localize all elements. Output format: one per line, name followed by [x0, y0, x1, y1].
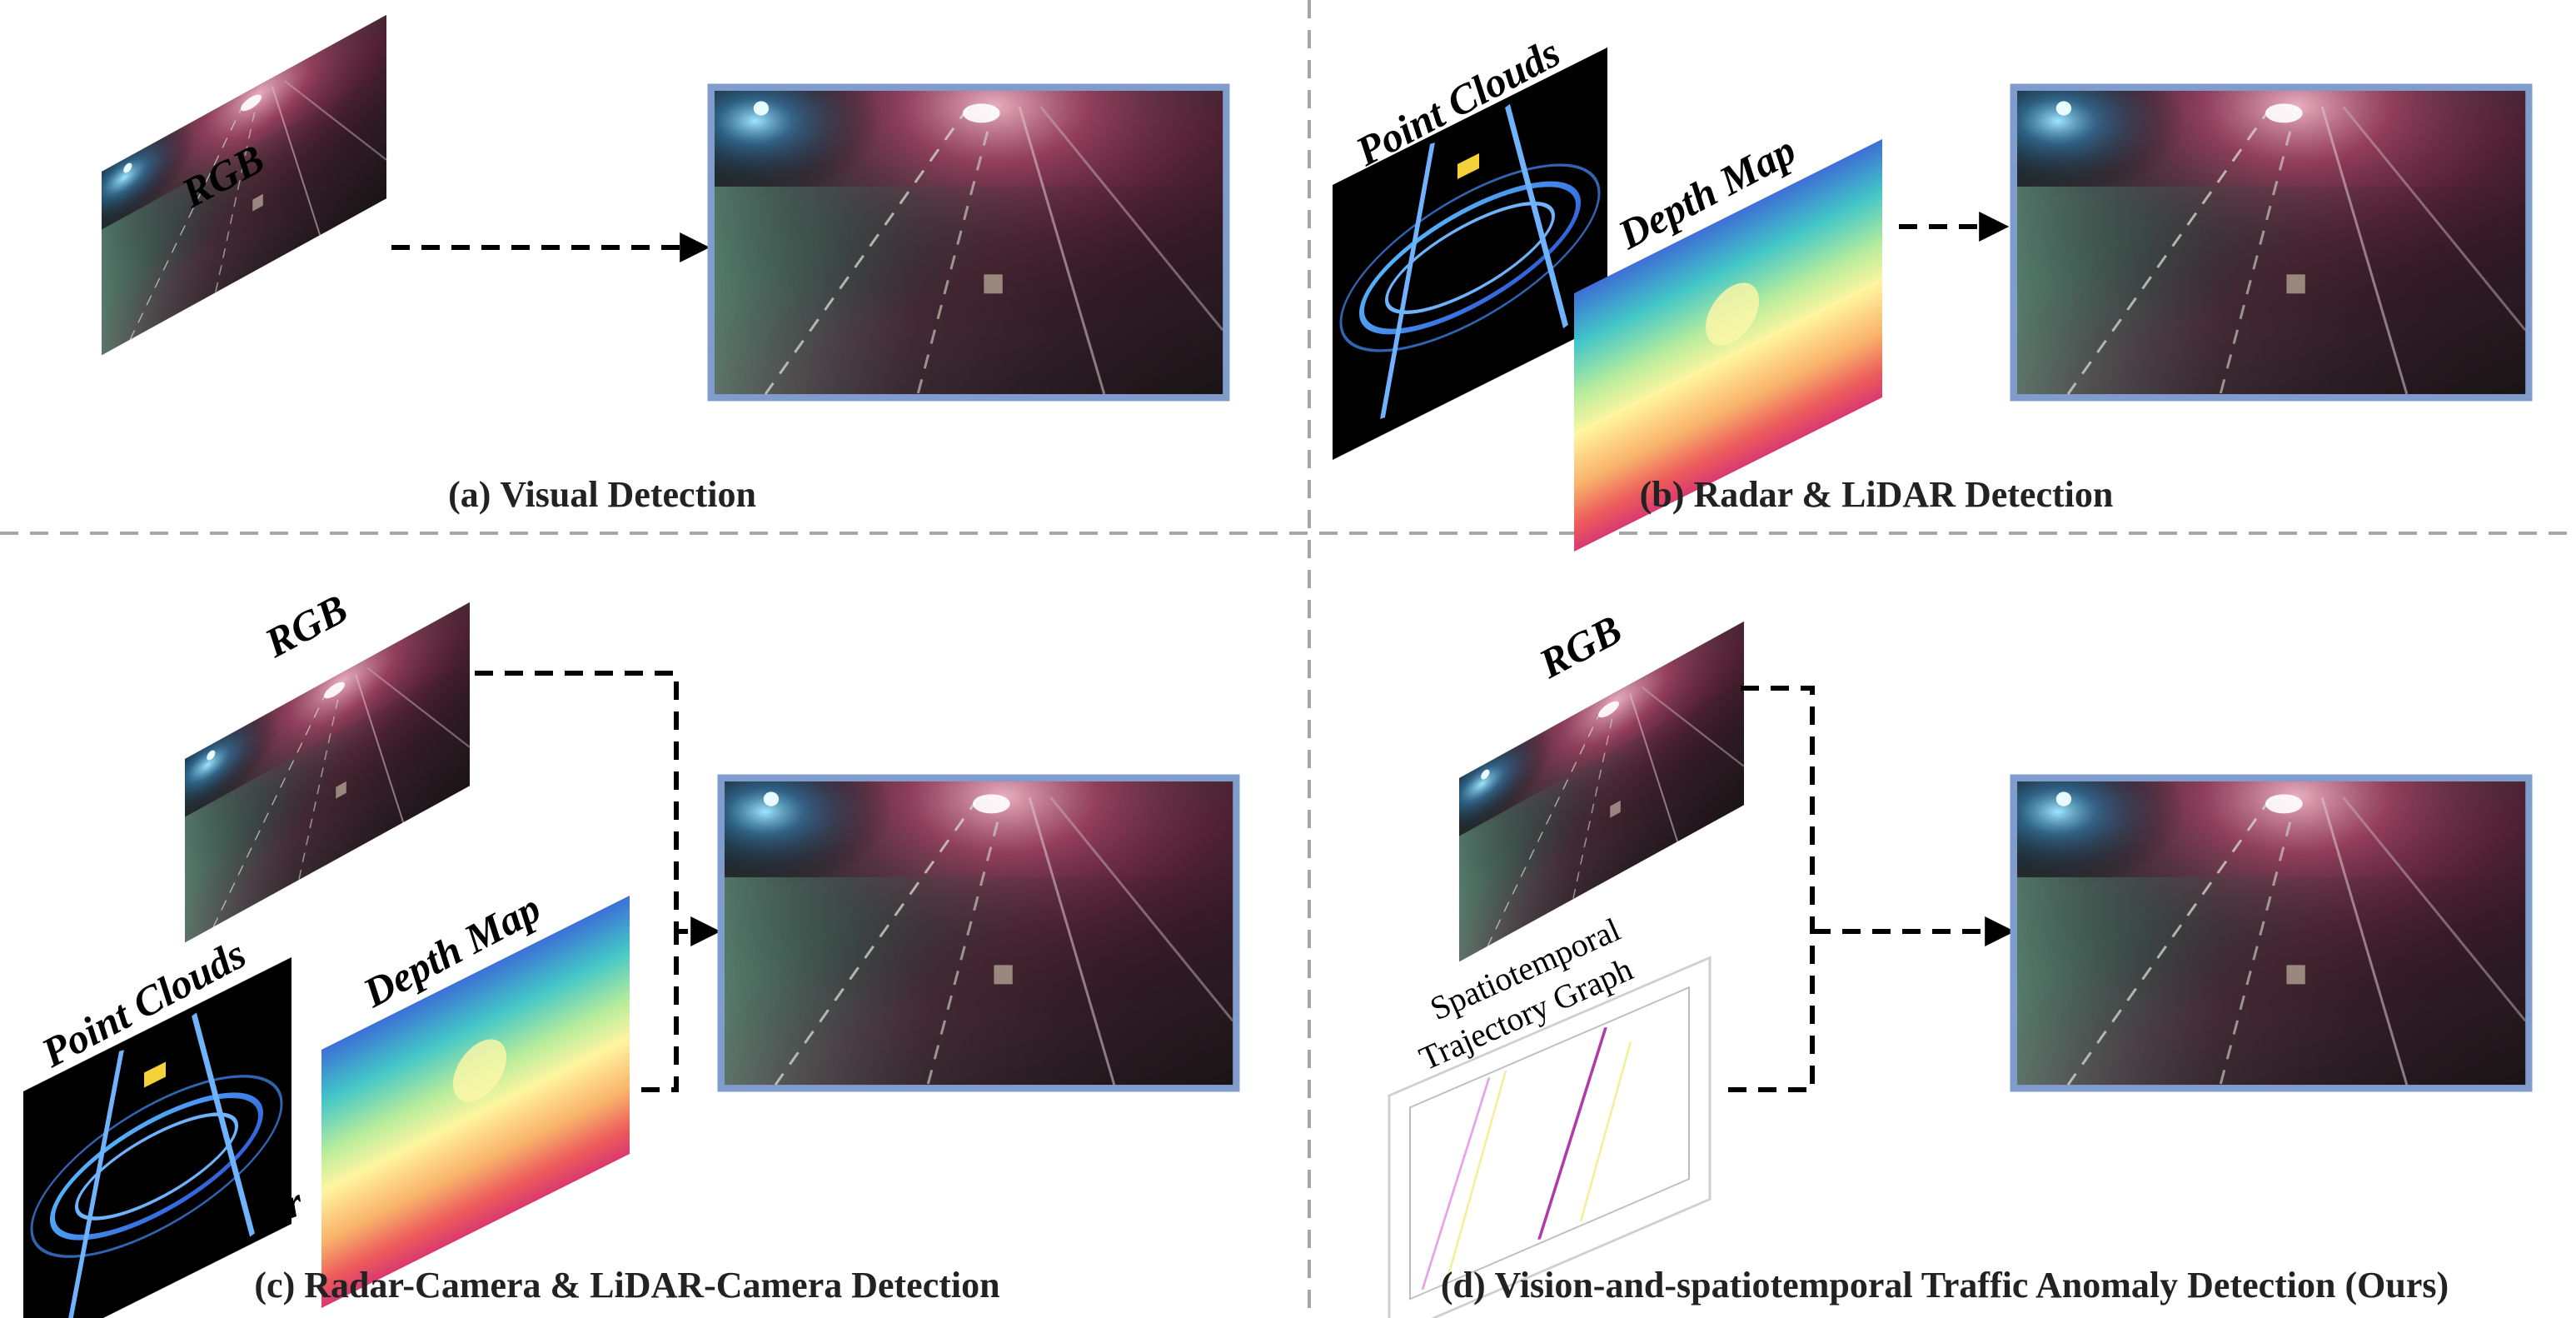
panel-d-trajectory-graph-input: [1388, 956, 1712, 1318]
panel-c-depth-map-input: [321, 896, 630, 1308]
panel-d-rgb-input: [1458, 620, 1745, 963]
panel-b: Point Clouds Depth Map Or (b) Radar & Li…: [1333, 28, 2533, 552]
panel-c: RGB Point Clouds Depth Map Or (c) R: [23, 585, 1240, 1318]
panel-b-point-cloud-input: [1333, 47, 1607, 460]
panel-d: RGB Spatiotemporal Trajectory Graph (d) …: [1388, 606, 2533, 1318]
panel-c-connector-bottom: [641, 931, 679, 1092]
panel-d-rgb-label: RGB: [1531, 606, 1629, 687]
panel-d-output-frame: [2010, 774, 2533, 1092]
panel-a-output-frame: [707, 83, 1230, 402]
panel-b-output-frame: [2010, 83, 2533, 402]
panel-b-caption: (b) Radar & LiDAR Detection: [1640, 474, 2114, 515]
panel-d-connector-bottom: [1728, 931, 1815, 1092]
panel-c-connector-top: [475, 671, 679, 931]
panel-c-rgb-input: [184, 601, 471, 944]
panel-d-caption: (d) Vision-and-spatiotemporal Traffic An…: [1441, 1265, 2449, 1306]
panel-c-output-frame: [717, 774, 1240, 1092]
panel-a: RGB (a) Visual Detection: [101, 13, 1230, 515]
panel-c-rgb-label: RGB: [257, 585, 355, 666]
panel-c-point-cloud-input: [23, 957, 291, 1318]
panel-d-connector-top: [1741, 686, 1815, 931]
panel-b-depth-map-input: [1574, 139, 1882, 552]
panel-c-caption: (c) Radar-Camera & LiDAR-Camera Detectio…: [254, 1265, 999, 1306]
panel-a-caption: (a) Visual Detection: [448, 474, 756, 515]
